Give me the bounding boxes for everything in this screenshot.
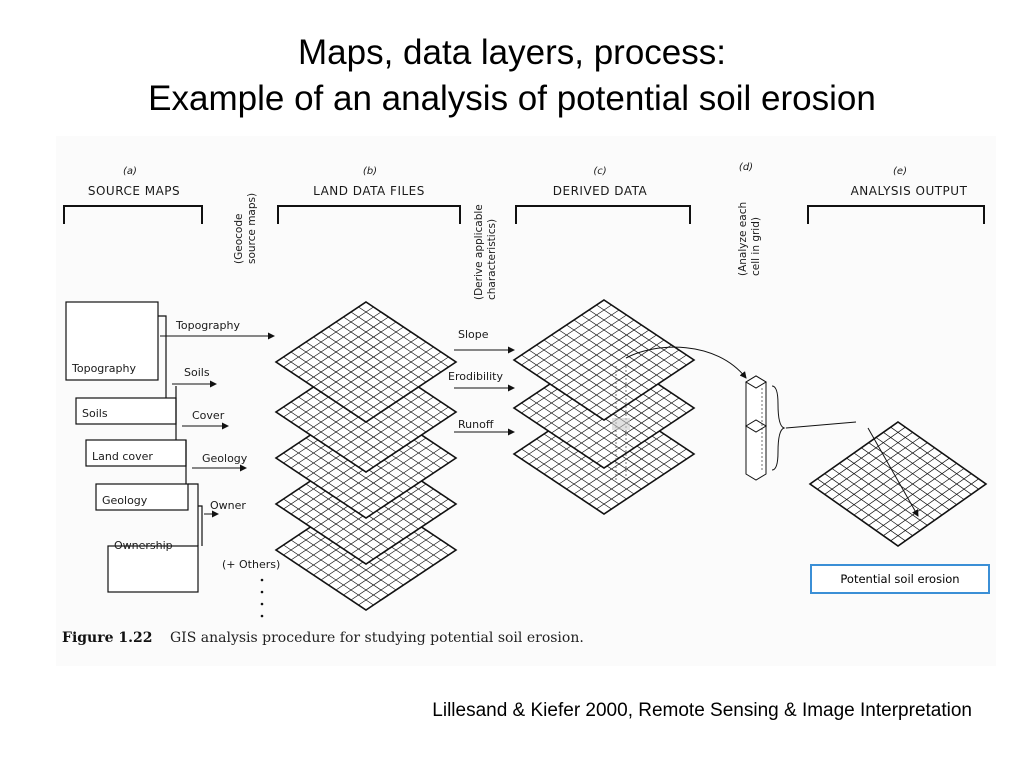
col-b-letter: (b)	[363, 166, 377, 177]
source-map-stack: Ownership Geology Land cover Soils Topog…	[65, 301, 203, 593]
continuation-dots	[260, 578, 264, 618]
col-c-heading: DERIVED DATA	[553, 184, 648, 198]
col-b-heading: LAND DATA FILES	[313, 184, 425, 198]
source-map-topography	[65, 301, 159, 381]
slide-title: Maps, data layers, process: Example of a…	[0, 30, 1024, 122]
layer-label-cover: Cover	[192, 409, 225, 422]
layer-label-topography: Topography	[175, 319, 240, 332]
others-label: (+ Others)	[222, 558, 280, 571]
col-a-heading: SOURCE MAPS	[88, 184, 180, 198]
derived-label-slope: Slope	[458, 328, 489, 341]
layer-label-owner: Owner	[210, 499, 246, 512]
caption-text: GIS analysis procedure for studying pote…	[170, 630, 584, 646]
note-analyze-1: (Analyze each	[737, 202, 749, 276]
source-map-label-topography: Topography	[71, 362, 136, 375]
source-map-geology	[95, 483, 189, 511]
note-derive-1: (Derive applicable	[473, 204, 485, 300]
output-label-box: Potential soil erosion	[810, 564, 990, 594]
derived-label-runoff: Runoff	[458, 418, 494, 431]
bracket-land-data	[277, 205, 461, 224]
cell-column	[612, 366, 630, 480]
bracket-analysis-output	[807, 205, 985, 224]
col-c-letter: (c)	[593, 166, 606, 177]
gis-diagram: (a) SOURCE MAPS (b) LAND DATA FILES (c) …	[62, 162, 988, 646]
analysis-cell-stack	[745, 375, 919, 517]
col-a-letter: (a)	[123, 166, 137, 177]
note-geocode-2: source maps)	[246, 193, 258, 264]
derived-layer-slope	[512, 299, 696, 421]
col-e-heading: ANALYSIS OUTPUT	[851, 184, 968, 198]
analysis-brace	[771, 385, 786, 471]
note-geocode-1: (Geocode	[233, 214, 245, 264]
source-map-label-land-cover: Land cover	[92, 450, 153, 463]
bracket-derived-data	[515, 205, 691, 224]
source-map-label-soils: Soils	[82, 407, 108, 420]
output-label: Potential soil erosion	[840, 572, 960, 586]
layer-label-geology: Geology	[202, 452, 248, 465]
land-data-grids	[274, 301, 458, 611]
source-map-ownership	[107, 545, 199, 593]
land-data-layer-topography	[274, 301, 458, 423]
arrow-to-output-cell	[867, 427, 919, 517]
figure-image: (a) SOURCE MAPS (b) LAND DATA FILES (c) …	[56, 136, 996, 666]
source-credit: Lillesand & Kiefer 2000, Remote Sensing …	[432, 700, 972, 721]
source-map-label-ownership: Ownership	[114, 539, 173, 552]
layer-arrows: Topography Soils Cover Geology Owner (+ …	[160, 319, 280, 618]
note-analyze-2: cell in grid)	[750, 217, 762, 276]
bracket-source-maps	[63, 205, 203, 224]
derived-label-erodibility: Erodibility	[448, 370, 503, 383]
caption-number: Figure 1.22	[62, 630, 152, 646]
title-line-1: Maps, data layers, process:	[298, 33, 726, 72]
output-layer-soil-erosion	[808, 421, 988, 547]
layer-label-soils: Soils	[184, 366, 210, 379]
title-line-2: Example of an analysis of potential soil…	[148, 79, 876, 118]
note-derive-2: characteristics)	[486, 219, 498, 300]
arrow-to-analysis	[625, 346, 747, 379]
derived-data-grids	[512, 299, 696, 515]
source-map-soils	[75, 397, 177, 425]
source-map-label-geology: Geology	[102, 494, 148, 507]
col-e-letter: (e)	[893, 166, 907, 177]
derived-arrows: Slope Erodibility Runoff	[448, 328, 515, 436]
col-d-letter: (d)	[739, 162, 753, 173]
analysis-output-grid	[808, 421, 988, 547]
